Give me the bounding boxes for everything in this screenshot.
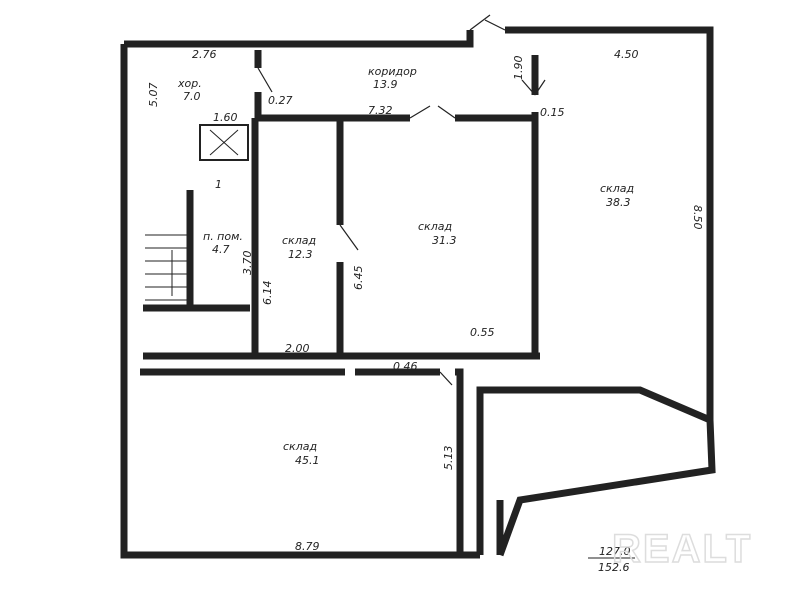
room-name: хор. [177,77,202,90]
room-area: 13.9 [373,78,398,91]
dimension: 0.15 [540,106,565,119]
room-area: 38.3 [606,196,631,209]
room-area: 7.0 [183,90,201,103]
total-area: 152.6 [598,561,630,574]
dimension: 2.00 [285,342,310,355]
room-area: 31.3 [432,234,457,247]
dimension: 1.60 [213,111,238,124]
dimension: 0.55 [470,326,495,339]
dimension: 3.70 [241,251,254,276]
room-name: склад [283,440,317,453]
room-area: 12.3 [288,248,313,261]
dimension: 6.45 [352,266,365,291]
dimension: 5.13 [442,446,455,471]
dimension: 0.46 [393,360,418,373]
dimension: 6.14 [261,281,274,306]
room-name: склад [282,234,316,247]
room-area: 4.7 [212,243,230,256]
dimension: 2.76 [192,48,217,61]
dimension: 5.07 [147,83,160,108]
area-totals: 127.0 152.6 [588,545,635,574]
room-name: п. пом. [203,230,243,243]
dimension: 4.50 [614,48,639,61]
room-name: склад [600,182,634,195]
dimension: 8.50 [691,205,704,230]
room-area: 45.1 [295,454,320,467]
usable-area: 127.0 [599,545,631,558]
dimension: 0.27 [268,94,293,107]
room-name: коридор [368,65,417,78]
watermark-logo: REALT [612,527,752,571]
dimension: 1.90 [512,56,525,81]
dimension: 1 [215,178,222,191]
room-labels: хор. 7.0 коридор 13.9 п. пом. 4.7 склад … [177,65,634,467]
room-name: склад [418,220,452,233]
dimension: 8.79 [295,540,320,553]
dimensions: 2.76 5.07 0.27 1.60 1 3.70 6.14 2.00 6.4… [147,48,704,553]
dimension: 7.32 [368,104,393,117]
walls [120,14,716,559]
